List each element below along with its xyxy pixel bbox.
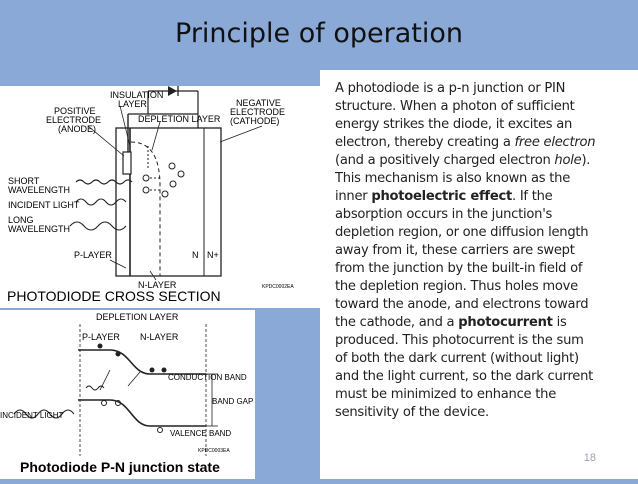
long-wavelength-label: WAVELENGTH bbox=[8, 224, 70, 234]
hole-term: hole bbox=[554, 153, 582, 168]
incident-light-label-bottom: INCIDENT LIGHT bbox=[0, 411, 64, 420]
n-layer-label: N-LAYER bbox=[138, 280, 177, 290]
band-diagram: DEPLETION LAYER P-LAYER N-LAYER CONDUCTI… bbox=[0, 312, 301, 456]
body-text-2: (and a positively charged electron bbox=[335, 153, 555, 168]
photocurrent-term: photocurrent bbox=[458, 315, 553, 330]
photodiode-cross-section-figure: INSULATION LAYER POSITIVE ELECTRODE (ANO… bbox=[0, 86, 320, 308]
band-gap-energy-label: BAND GAP ENERGY Eg bbox=[212, 397, 255, 406]
slide-title: Principle of operation bbox=[175, 18, 463, 49]
page-number: 18 bbox=[583, 452, 596, 464]
positive-electrode-label: ELECTRODE bbox=[46, 115, 101, 125]
body-text-4: . If the absorption occurs in the juncti… bbox=[335, 189, 589, 330]
figure-code: KPDC0002EA bbox=[262, 284, 294, 290]
photoelectric-effect-term: photoelectric effect bbox=[371, 189, 512, 204]
valence-band-label: VALENCE BAND bbox=[170, 429, 231, 438]
n-plus-label: N+ bbox=[207, 250, 219, 260]
negative-electrode-label: ELECTRODE bbox=[230, 107, 285, 117]
depletion-layer-label: DEPLETION LAYER bbox=[138, 114, 221, 124]
depletion-layer-label-bottom: DEPLETION LAYER bbox=[96, 312, 179, 322]
anode-label: (ANODE) bbox=[58, 124, 96, 134]
body-text-1: A photodiode is a p-n junction or PIN st… bbox=[335, 81, 575, 150]
insulation-layer-label: LAYER bbox=[118, 99, 147, 109]
short-wavelength-label: WAVELENGTH bbox=[8, 185, 70, 195]
n-label: N bbox=[192, 250, 199, 260]
p-layer-label-bottom: P-LAYER bbox=[82, 332, 120, 342]
cross-section-diagram: INSULATION LAYER POSITIVE ELECTRODE (ANO… bbox=[8, 86, 294, 290]
body-text-5: is produced. This photocurrent is the su… bbox=[335, 315, 594, 420]
pn-junction-caption: Photodiode P-N junction state bbox=[20, 459, 220, 475]
incident-light-label: INCIDENT LIGHT bbox=[8, 200, 80, 210]
long-label: LONG bbox=[8, 215, 34, 225]
pn-junction-figure: DEPLETION LAYER P-LAYER N-LAYER CONDUCTI… bbox=[0, 310, 301, 479]
body-text-3: ). This mechanism is also known as the i… bbox=[335, 153, 591, 204]
insulation-label: INSULATION bbox=[110, 90, 163, 100]
text-panel bbox=[320, 70, 638, 479]
n-layer-label-bottom: N-LAYER bbox=[140, 332, 179, 342]
cross-section-caption: PHOTODIODE CROSS SECTION bbox=[7, 288, 221, 304]
cathode-label: (CATHODE) bbox=[230, 116, 279, 126]
figure-code-bottom: KPDC0003EA bbox=[198, 448, 230, 454]
negative-label: NEGATIVE bbox=[236, 98, 281, 108]
positive-label: POSITIVE bbox=[54, 106, 96, 116]
body-paragraph: A photodiode is a p-n junction or PIN st… bbox=[335, 80, 597, 422]
free-electron-term: free electron bbox=[514, 135, 596, 150]
p-layer-label: P-LAYER bbox=[74, 250, 112, 260]
short-label: SHORT bbox=[8, 176, 40, 186]
conduction-band-label: CONDUCTION BAND bbox=[168, 373, 247, 382]
